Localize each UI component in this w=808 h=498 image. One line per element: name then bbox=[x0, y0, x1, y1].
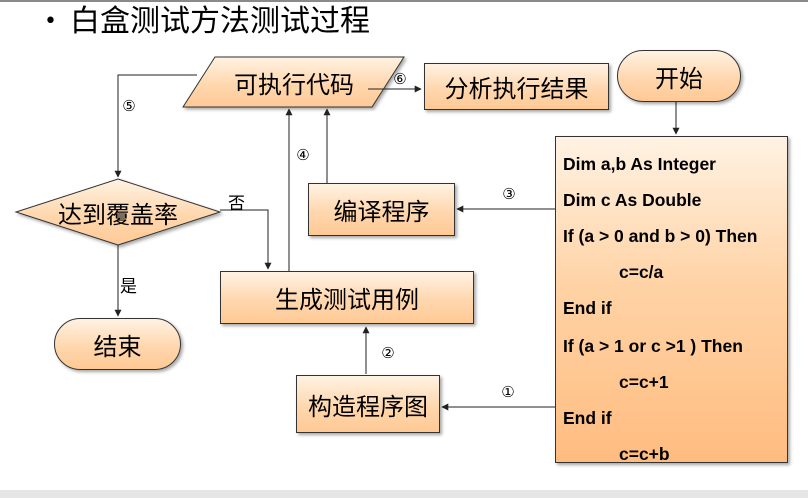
step2-label: ② bbox=[381, 344, 395, 362]
code-listing-box: Dim a,b As Integer Dim c As Double If (a… bbox=[555, 136, 788, 463]
edge-step5-code-to-decision bbox=[114, 74, 197, 178]
executable-code-label: 可执行代码 bbox=[234, 70, 354, 99]
step1-label: ① bbox=[501, 383, 515, 401]
start-node: 开始 bbox=[617, 50, 741, 102]
step3-label: ③ bbox=[502, 185, 516, 203]
code-line: c=c+b bbox=[619, 444, 670, 463]
slide-title: • 白盒测试方法测试过程 bbox=[44, 2, 370, 42]
step5-label: ⑤ bbox=[122, 97, 136, 115]
code-line: End if bbox=[563, 408, 612, 428]
code-line: c=c+1 bbox=[619, 372, 669, 392]
code-line: If (a > 1 or c >1 ) Then bbox=[563, 336, 743, 356]
step4-label: ④ bbox=[296, 146, 310, 164]
title-text: 白盒测试方法测试过程 bbox=[70, 4, 370, 39]
generate-cases-box: 生成测试用例 bbox=[220, 271, 474, 324]
build-graph-box: 构造程序图 bbox=[296, 375, 440, 433]
code-line: End if bbox=[563, 298, 612, 318]
bottom-bar bbox=[0, 490, 808, 498]
yes-label: 是 bbox=[120, 277, 137, 297]
top-border bbox=[0, 0, 808, 2]
step6-label: ⑥ bbox=[393, 70, 407, 88]
no-label: 否 bbox=[228, 194, 245, 214]
edge-no-decision-to-cases bbox=[220, 209, 272, 270]
compile-box: 编译程序 bbox=[308, 183, 455, 236]
code-line: Dim a,b As Integer bbox=[563, 154, 716, 174]
end-node: 结束 bbox=[54, 318, 181, 370]
analyze-results-box: 分析执行结果 bbox=[424, 63, 609, 110]
coverage-decision-label: 达到覆盖率 bbox=[58, 200, 178, 229]
executable-code-shape bbox=[182, 56, 405, 108]
code-line: c=c/a bbox=[619, 262, 664, 282]
code-line: Dim c As Double bbox=[563, 190, 702, 210]
bullet-icon: • bbox=[44, 9, 57, 34]
code-line: If (a > 0 and b > 0) Then bbox=[563, 226, 758, 246]
